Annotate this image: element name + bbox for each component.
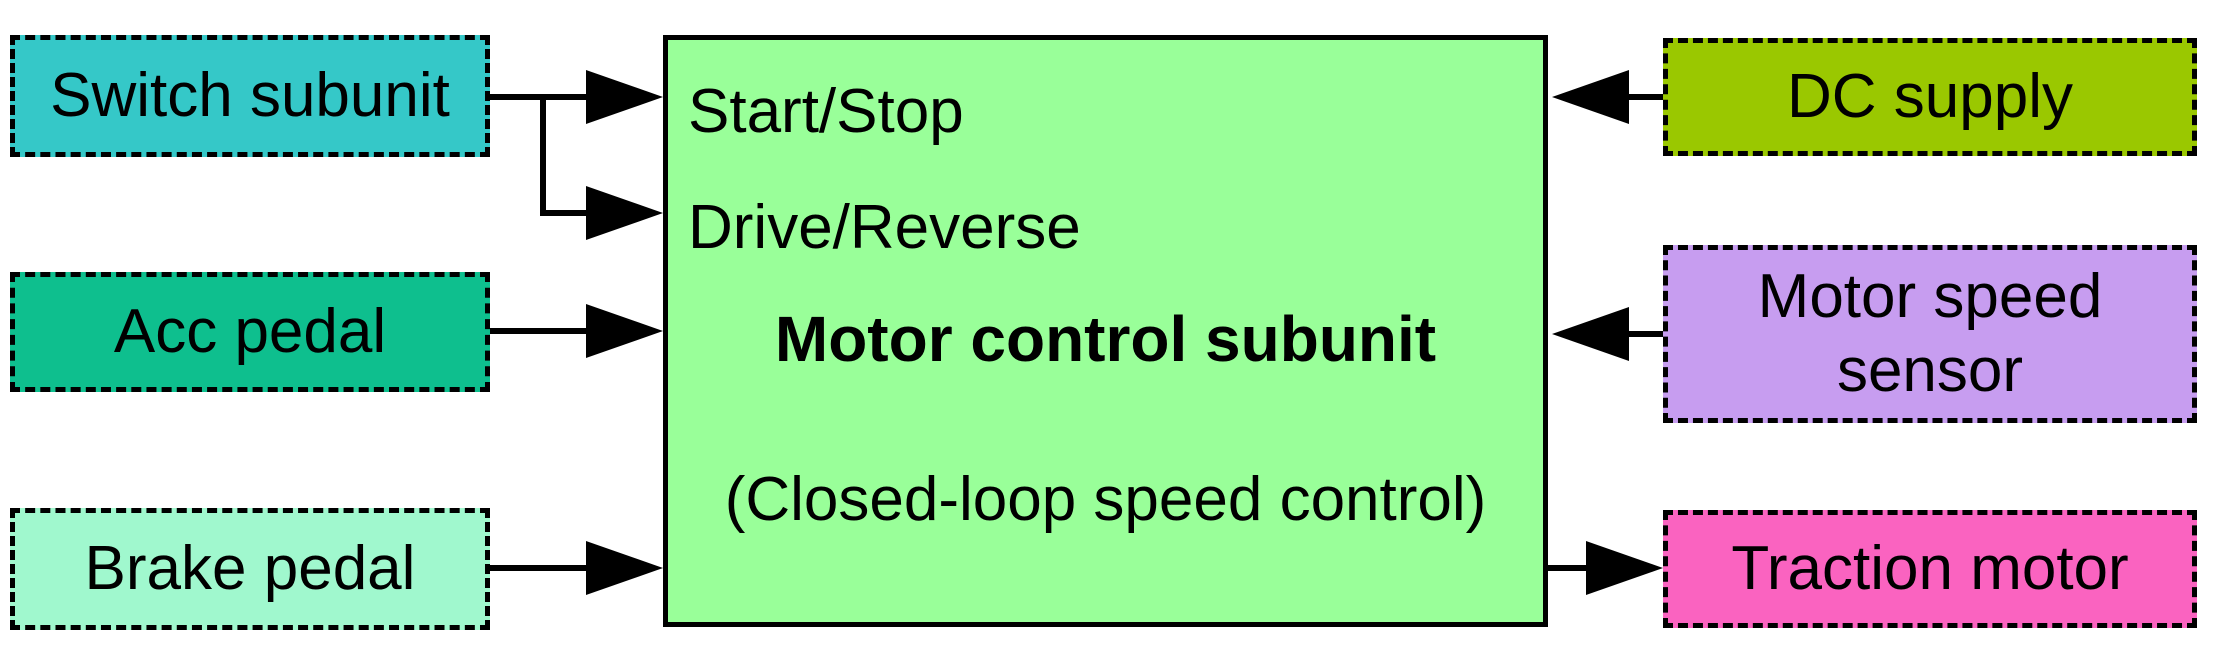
box-switch-subunit: Switch subunit — [10, 35, 490, 157]
wire-switch-to-drive-reverse — [540, 97, 588, 216]
arrowhead-dc-supply-icon — [1552, 70, 1629, 124]
arrowhead-start-stop-icon — [586, 70, 663, 124]
box-motor-control-subunit: Start/Stop Drive/Reverse Motor control s… — [663, 35, 1548, 627]
box-brake-pedal: Brake pedal — [10, 508, 490, 630]
box-acc-pedal: Acc pedal — [10, 272, 490, 392]
box-dc-supply-label: DC supply — [1787, 61, 2073, 131]
arrowhead-drive-reverse-icon — [586, 186, 663, 240]
input-label-start-stop: Start/Stop — [688, 77, 964, 146]
box-brake-pedal-label: Brake pedal — [84, 533, 416, 603]
box-acc-pedal-label: Acc pedal — [113, 296, 387, 366]
arrowhead-sensor-icon — [1552, 307, 1629, 361]
motor-control-subunit-subtitle: (Closed-loop speed control) — [724, 465, 1487, 534]
input-label-drive-reverse: Drive/Reverse — [688, 193, 1081, 262]
box-traction-motor-label: Traction motor — [1731, 533, 2129, 603]
motor-control-subunit-title: Motor control subunit — [774, 303, 1437, 375]
arrowhead-acc-pedal-icon — [586, 304, 663, 358]
box-motor-speed-sensor: Motor speed sensor — [1663, 245, 2197, 423]
arrowhead-traction-motor-icon — [1586, 541, 1663, 595]
box-motor-speed-sensor-label: Motor speed sensor — [1757, 261, 2103, 405]
box-dc-supply: DC supply — [1663, 38, 2197, 156]
arrowhead-brake-pedal-icon — [586, 541, 663, 595]
box-traction-motor: Traction motor — [1663, 510, 2197, 628]
box-switch-subunit-label: Switch subunit — [50, 60, 450, 130]
